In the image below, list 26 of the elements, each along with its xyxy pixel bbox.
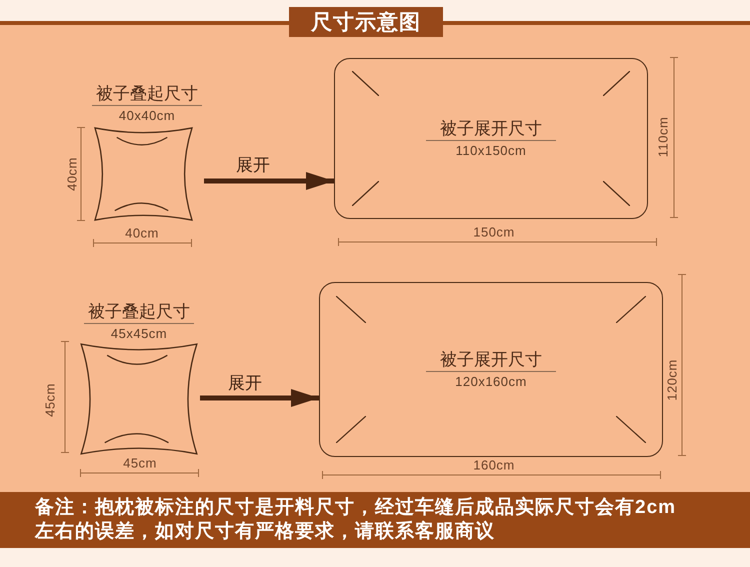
dimension-label: 45cm	[44, 383, 56, 417]
dimension-label: 120cm	[666, 359, 678, 401]
dimension-label: 110cm	[656, 116, 670, 158]
heading-text: 被子叠起尺寸	[84, 302, 194, 324]
size-text: 120x160cm	[455, 374, 527, 389]
arrow	[204, 172, 334, 190]
dimension-label: 160cm	[473, 458, 515, 472]
size-text: 110x150cm	[456, 143, 526, 158]
dimension-label: 40cm	[66, 157, 78, 191]
size-text: 40x40cm	[118, 108, 176, 123]
size-text: 45x45cm	[110, 326, 168, 341]
heading-text: 被子叠起尺寸	[92, 84, 202, 106]
unfolded-quilt	[334, 58, 648, 219]
arrow	[200, 389, 319, 407]
heading-text: 被子展开尺寸	[426, 350, 556, 372]
edge-label: 展开	[228, 374, 262, 392]
title-banner: 尺寸示意图	[289, 7, 443, 37]
folded-quilt	[78, 300, 200, 455]
note-text: 备注：抱枕被标注的尺寸是开料尺寸，经过车缝后成品实际尺寸会有2cm左右的误差，如对尺寸有严格要求，请联系客服商议	[35, 496, 678, 544]
edge-label: 展开	[236, 156, 270, 174]
dimension-label: 150cm	[473, 226, 515, 238]
folded-quilt	[90, 82, 204, 221]
dimension-label: 40cm	[125, 226, 159, 240]
unfolded-quilt	[319, 282, 663, 457]
dimension-label: 45cm	[123, 456, 157, 470]
heading-text: 被子展开尺寸	[426, 119, 556, 141]
